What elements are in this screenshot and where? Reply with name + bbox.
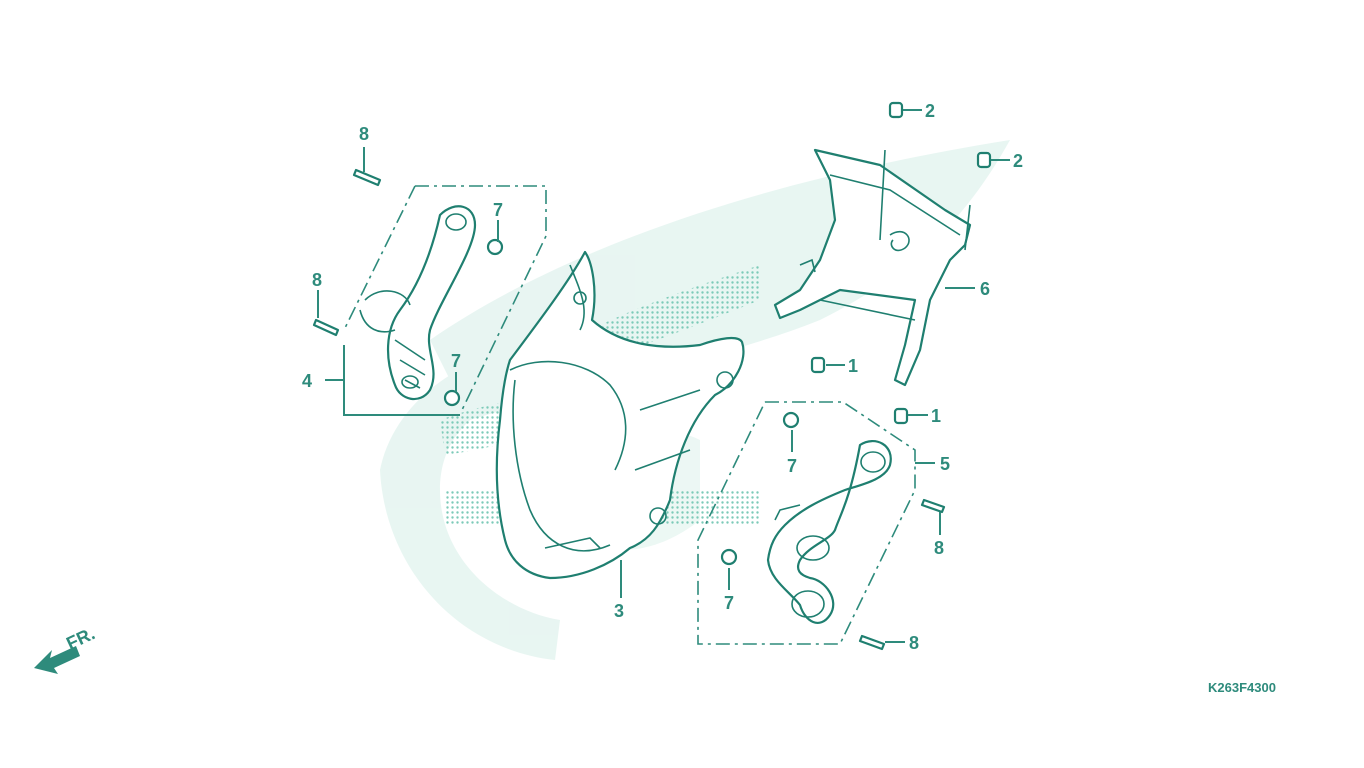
callout-2: 2 — [925, 101, 935, 121]
drawing-code: K263F4300 — [1208, 680, 1276, 695]
callout-4: 4 — [302, 371, 312, 391]
group-outlines — [343, 185, 916, 645]
callout-1: 1 — [931, 406, 941, 426]
callout-7: 7 — [493, 200, 503, 220]
callout-8: 8 — [359, 124, 369, 144]
front-direction-arrow-icon: FR. — [34, 623, 98, 674]
right-bracket-part — [766, 439, 892, 624]
frame-bracket-part — [773, 148, 972, 387]
callout-2: 2 — [1013, 151, 1023, 171]
hardware-parts — [312, 101, 992, 651]
headlight-cover-part — [495, 250, 745, 580]
front-direction-label: FR. — [63, 623, 98, 653]
callout-8: 8 — [909, 633, 919, 653]
callout-7: 7 — [724, 593, 734, 613]
callout-8: 8 — [312, 270, 322, 290]
callout-6: 6 — [980, 279, 990, 299]
callout-8: 8 — [934, 538, 944, 558]
callout-labels: 1 1 2 2 3 4 5 6 7 7 7 7 8 8 8 8 — [302, 101, 1023, 653]
leader-lines — [317, 109, 1010, 643]
callout-5: 5 — [940, 454, 950, 474]
callout-7: 7 — [451, 351, 461, 371]
callout-7: 7 — [787, 456, 797, 476]
callout-3: 3 — [614, 601, 624, 621]
left-bracket-part — [359, 205, 477, 401]
callout-1: 1 — [848, 356, 858, 376]
